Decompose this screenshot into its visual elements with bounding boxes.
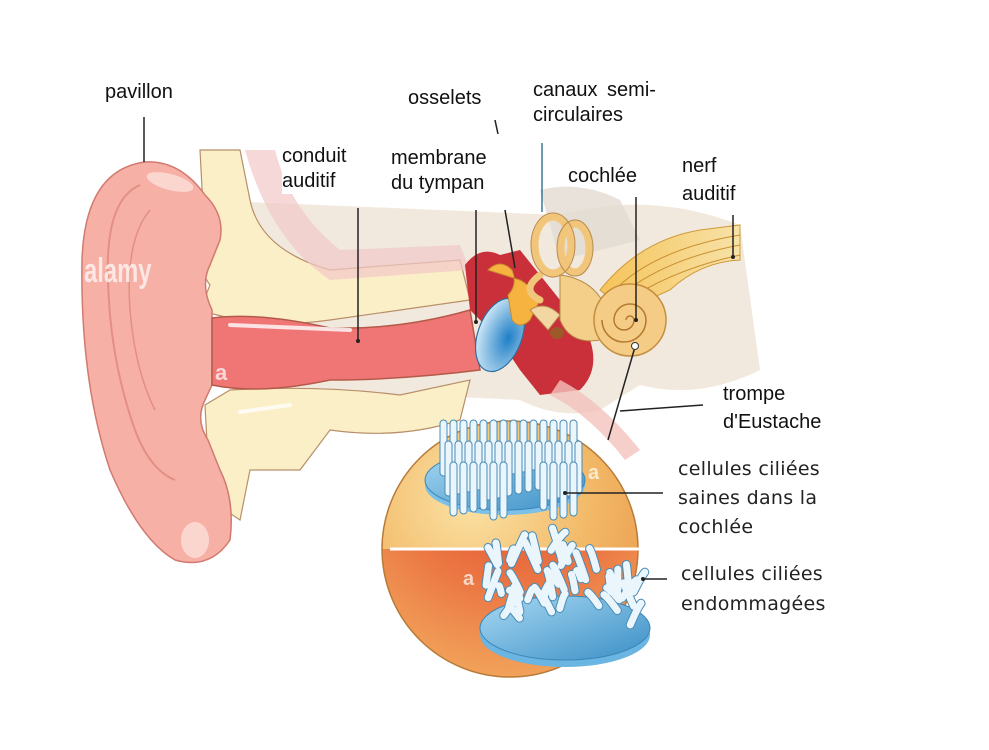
label-line: canaux semi-	[533, 79, 656, 101]
healthy-hair-cells	[424, 419, 586, 521]
label-conduit-auditif: conduit auditif	[282, 144, 355, 194]
pavillon-shape	[81, 161, 232, 564]
damaged-cilium	[567, 570, 579, 595]
label-line: saines dans la	[678, 487, 818, 509]
damaged-cilium	[531, 583, 548, 607]
cartilage-lower	[204, 379, 471, 521]
label-line: cochlée	[678, 516, 754, 538]
damaged-cilium	[600, 591, 621, 615]
damaged-cilium	[484, 543, 501, 569]
damaged-cilium	[618, 576, 641, 602]
label-line: trompe	[723, 383, 786, 405]
damaged-cilium	[549, 561, 568, 594]
label-line: circulaires	[533, 104, 624, 126]
cilium	[489, 461, 498, 521]
label-pavillon: pavillon	[105, 81, 173, 103]
label-nerf-auditif: nerf auditif	[682, 154, 735, 207]
label-line: cellules ciliées	[678, 458, 821, 480]
leader-zoom	[607, 346, 636, 441]
trompe-eustache-shape	[550, 380, 640, 460]
damaged-cilium	[524, 585, 536, 604]
damaged-cilium	[506, 545, 517, 564]
damaged-cilium	[548, 524, 563, 553]
damaged-cilium	[619, 579, 638, 610]
leader-osselets	[494, 119, 499, 135]
damaged-cilium	[556, 590, 569, 612]
watermark-mark: a	[588, 462, 600, 484]
leader-lines	[143, 117, 734, 580]
label-cochlee: cochlée	[568, 165, 637, 187]
label-cellules-saines: cellules ciliées saines dans la cochlée	[678, 455, 820, 542]
damaged-cilium	[484, 567, 502, 602]
damaged-cilium	[528, 532, 542, 565]
middle-ear-cavity	[465, 250, 594, 395]
damaged-cilium	[495, 582, 505, 597]
cilium	[514, 440, 523, 495]
damaged-cilium	[547, 528, 569, 554]
watermark-mark: a	[215, 360, 228, 385]
damaged-cilium	[506, 602, 523, 622]
cochlee-shape	[593, 283, 667, 357]
damaged-cilium	[626, 599, 645, 629]
label-line: d'Eustache	[723, 411, 822, 433]
cilium	[559, 461, 568, 519]
cilium	[569, 461, 578, 517]
damaged-cilium	[573, 567, 585, 583]
cilium	[449, 461, 458, 517]
label-line: membrane	[391, 147, 487, 169]
label-cellules-endommagees: cellules ciliées endommagées	[681, 559, 826, 619]
cilium	[549, 461, 558, 521]
cilium	[499, 461, 508, 519]
damaged-cilium	[622, 560, 632, 587]
damaged-cilium	[482, 562, 493, 589]
damaged-hair-cells	[479, 523, 651, 667]
label-line: auditif	[282, 170, 336, 192]
label-line: endommagées	[681, 593, 826, 615]
label-canaux-semi-circulaires: canaux semi- circulaires	[533, 78, 656, 128]
damaged-cilium	[510, 583, 524, 616]
label-line: conduit	[282, 145, 347, 167]
canaux-semi-circulaires-shape	[526, 213, 593, 304]
leader-trompe	[619, 404, 704, 412]
label-osselets: osselets	[408, 87, 482, 109]
damaged-cilium	[603, 584, 623, 604]
cilium	[469, 461, 478, 513]
label-line: nerf	[682, 155, 717, 177]
cilium	[479, 461, 488, 511]
damaged-cilium	[586, 545, 600, 573]
watermark-mark: a	[463, 568, 475, 590]
damaged-cilium	[555, 547, 566, 566]
damaged-cilium	[584, 588, 603, 610]
cilium	[539, 461, 548, 511]
damaged-cilium	[521, 538, 542, 574]
label-line: auditif	[682, 183, 736, 205]
leader-osselets-2	[504, 209, 516, 269]
damaged-cilium	[559, 541, 572, 566]
damaged-cilium	[540, 575, 556, 602]
label-line: du tympan	[391, 172, 485, 194]
label-line: cellules ciliées	[681, 563, 824, 585]
label-trompe-eustache: trompe d'Eustache	[723, 380, 821, 436]
watermark-brand: alamy	[84, 252, 152, 290]
cilium	[459, 461, 468, 515]
label-membrane-tympan: membrane du tympan	[391, 146, 487, 196]
damaged-cilium	[572, 549, 590, 584]
cilium	[524, 440, 533, 493]
conduit-auditif-shape	[211, 309, 481, 390]
